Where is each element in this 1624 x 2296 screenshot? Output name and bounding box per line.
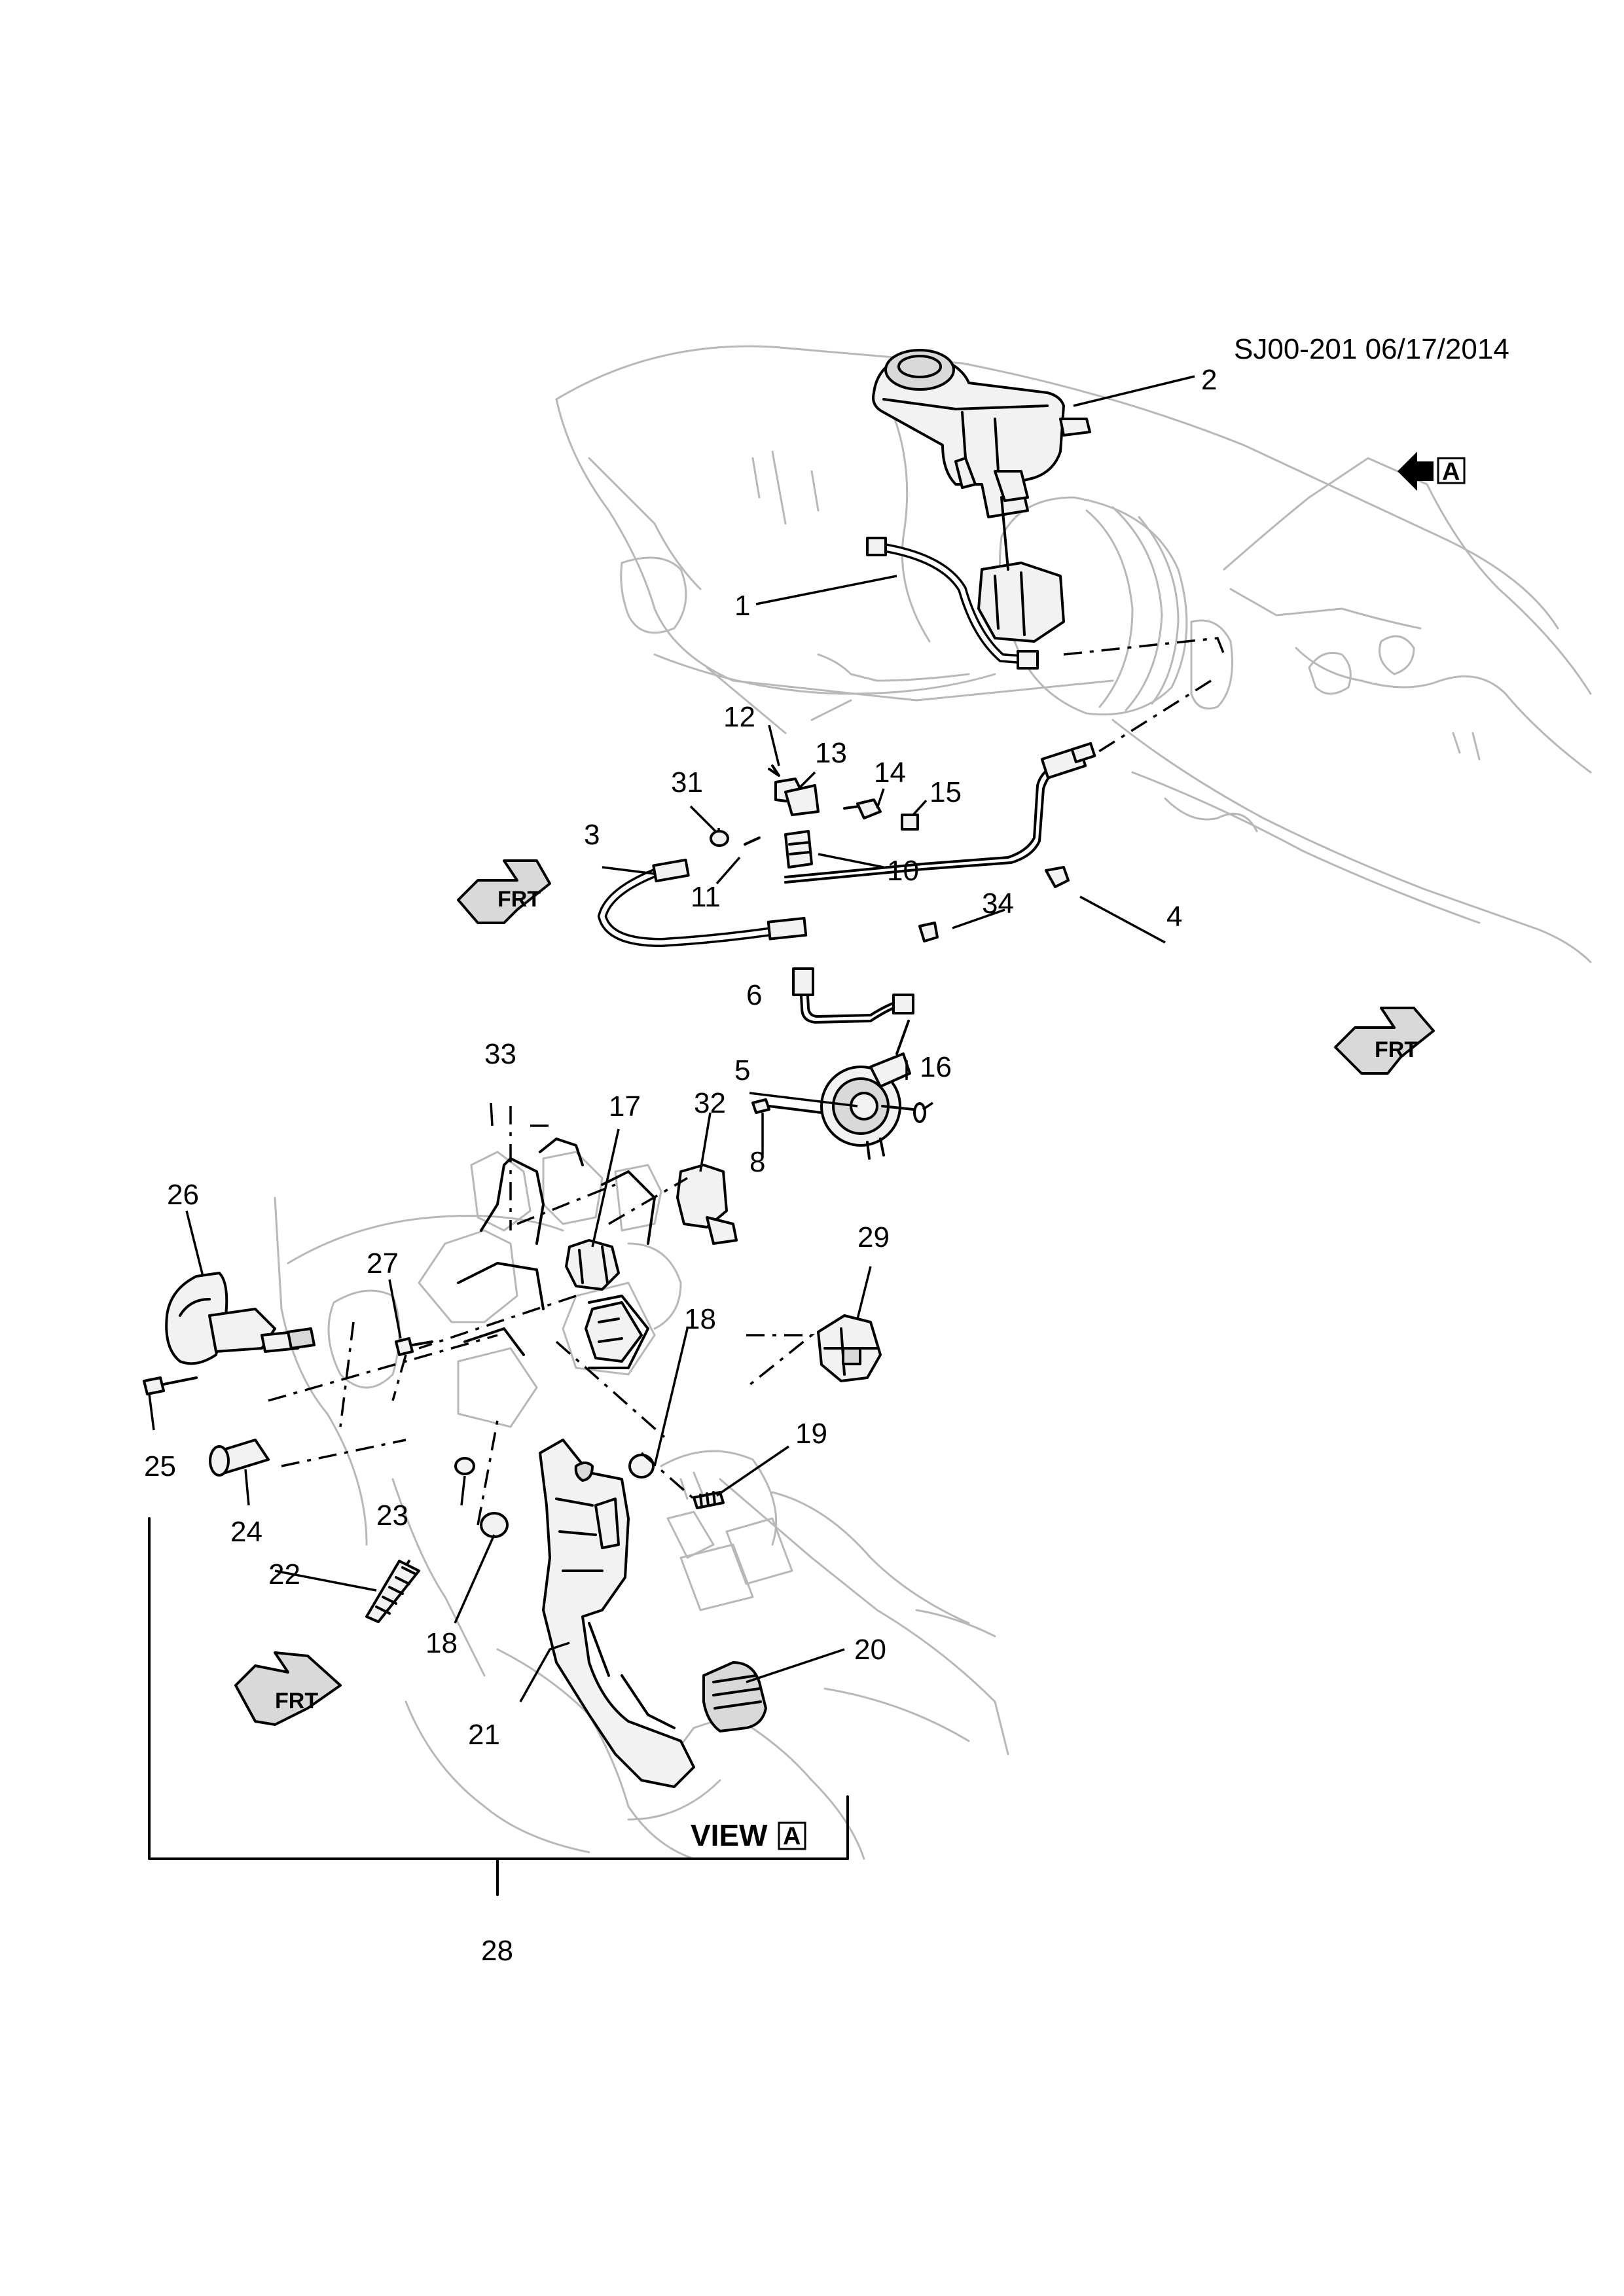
svg-text:FRT: FRT xyxy=(1375,1037,1418,1062)
svg-text:A: A xyxy=(1442,458,1460,486)
brake-fluid-reservoir xyxy=(872,349,1091,518)
callout-34: 34 xyxy=(982,888,1014,920)
callout-15: 15 xyxy=(929,776,962,808)
pedal-bracket xyxy=(457,1138,656,1369)
leader-lines xyxy=(148,375,1195,1702)
callout-27: 27 xyxy=(367,1247,399,1280)
pedal-pad xyxy=(702,1661,767,1732)
callout-31: 31 xyxy=(671,766,703,798)
callout-20: 20 xyxy=(854,1634,886,1666)
callout-18-upper: 18 xyxy=(684,1303,716,1335)
slave-cylinder-pipe xyxy=(792,967,914,1055)
callout-25: 25 xyxy=(144,1450,176,1482)
callout-32: 32 xyxy=(694,1087,726,1119)
drawing-reference: SJ00-201 06/17/2014 xyxy=(1234,333,1509,365)
callout-labels: 2 1 12 13 14 15 31 3 11 10 34 4 6 5 16 8… xyxy=(144,364,1217,1967)
fittings-group xyxy=(710,764,919,869)
callout-5: 5 xyxy=(734,1054,750,1086)
svg-text:FRT: FRT xyxy=(497,887,541,912)
sensor-bracket xyxy=(817,1314,882,1382)
clutch-pedal xyxy=(539,1439,695,1788)
construction-lines xyxy=(268,1106,815,1526)
callout-18-lower: 18 xyxy=(425,1627,458,1659)
callout-26: 26 xyxy=(167,1179,199,1211)
clutch-pipe xyxy=(784,637,1225,884)
callout-17: 17 xyxy=(609,1090,641,1122)
callout-4: 4 xyxy=(1166,901,1182,933)
callout-11: 11 xyxy=(691,881,721,913)
svg-text:A: A xyxy=(783,1823,801,1850)
concentric-slave-cylinder xyxy=(751,1052,926,1160)
callout-14: 14 xyxy=(874,757,906,789)
callout-33: 33 xyxy=(484,1038,516,1070)
callout-21: 21 xyxy=(468,1719,500,1751)
callout-8: 8 xyxy=(749,1146,765,1178)
svg-text:VIEW: VIEW xyxy=(691,1818,768,1852)
view-direction-arrow-icon: A xyxy=(1398,452,1466,491)
pedal-position-sensor xyxy=(676,1164,738,1245)
callout-23: 23 xyxy=(376,1499,408,1532)
clutch-flex-hose xyxy=(597,858,808,948)
callout-10: 10 xyxy=(887,855,919,887)
callout-12: 12 xyxy=(723,701,755,733)
svg-text:FRT: FRT xyxy=(275,1689,318,1713)
callout-28: 28 xyxy=(481,1935,513,1967)
clutch-pedal-switch xyxy=(565,1239,620,1291)
reservoir-hose xyxy=(866,496,1065,670)
callout-24: 24 xyxy=(230,1516,262,1548)
callout-29: 29 xyxy=(857,1221,890,1253)
front-direction-arrow-icon: FRT xyxy=(234,1651,342,1726)
callout-6: 6 xyxy=(746,979,762,1011)
callout-1: 1 xyxy=(734,590,750,622)
view-label: VIEW A xyxy=(691,1818,806,1852)
clutch-master-cylinder xyxy=(143,1272,475,1477)
front-direction-arrow-icon: FRT xyxy=(457,859,551,924)
pipe-clips xyxy=(918,866,1070,942)
callout-19: 19 xyxy=(795,1418,827,1450)
callout-22: 22 xyxy=(268,1558,300,1590)
callout-16: 16 xyxy=(920,1051,952,1083)
vehicle-body-upper xyxy=(555,345,1592,963)
callout-13: 13 xyxy=(815,737,847,769)
front-direction-arrow-icon: FRT xyxy=(1334,1007,1435,1075)
assembly-bracket xyxy=(148,1517,849,1896)
callout-2: 2 xyxy=(1201,364,1217,396)
pedal-pivot-bolt xyxy=(693,1491,725,1509)
callout-3: 3 xyxy=(584,819,600,851)
return-spring xyxy=(365,1560,420,1623)
